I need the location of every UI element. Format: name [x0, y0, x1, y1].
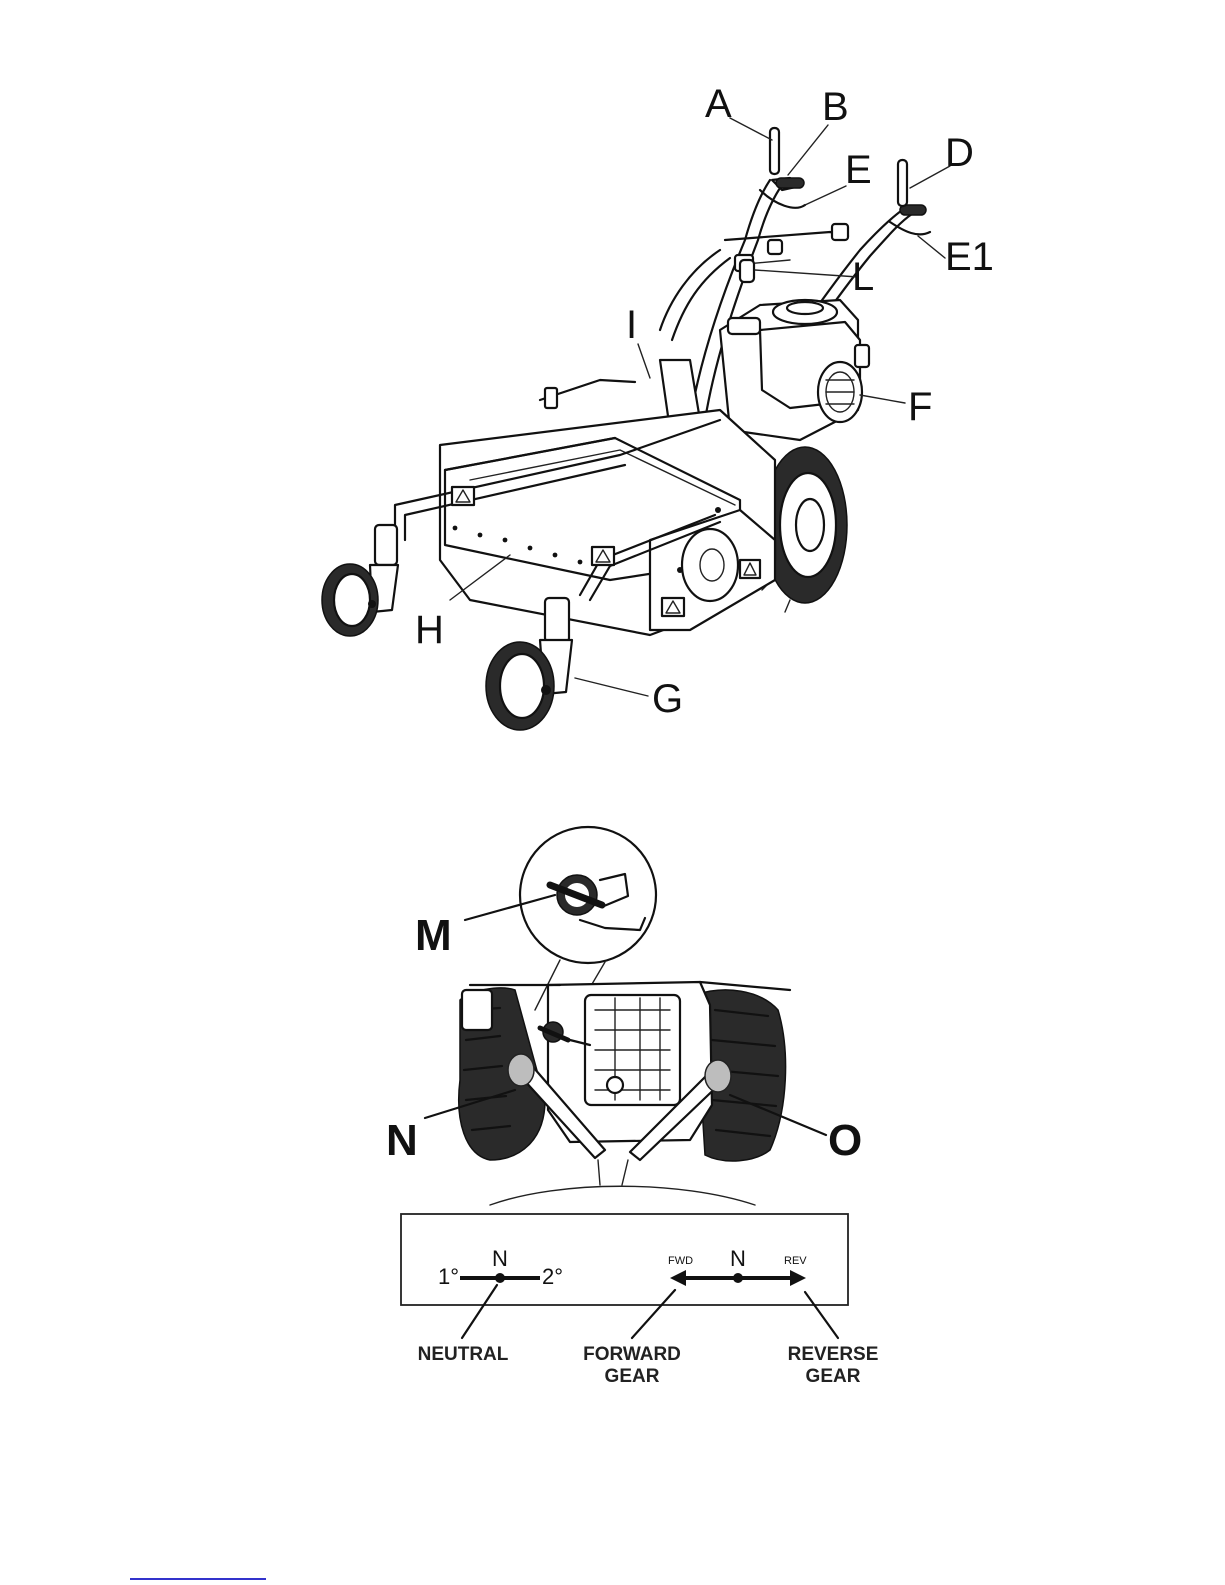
- callout-E: E: [845, 148, 872, 192]
- callout-E1: E1: [945, 235, 994, 279]
- gearbox-illustration: M N O: [386, 827, 862, 1205]
- label-second-gear: 2°: [542, 1264, 563, 1289]
- warning-triangle-icon: [740, 560, 760, 578]
- callout-D: D: [945, 131, 974, 175]
- callout-M: M: [415, 911, 452, 960]
- mower-illustration: A B E D E1 L I F H G: [322, 82, 994, 730]
- footer-link-underline[interactable]: [130, 1578, 266, 1580]
- label-neutral-left: N: [492, 1246, 508, 1271]
- caption-neutral: NEUTRAL: [418, 1344, 509, 1365]
- callout-N: N: [386, 1116, 418, 1165]
- mower-deck: [395, 380, 775, 635]
- caster-wheel-right: [486, 598, 572, 730]
- callout-O: O: [828, 1116, 862, 1165]
- label-neutral-right: N: [730, 1246, 746, 1271]
- caption-reverse-line1: REVERSE: [788, 1344, 879, 1365]
- bracket-arc: [490, 1186, 755, 1205]
- warning-triangle-icon: [592, 547, 614, 565]
- callout-I: I: [626, 303, 637, 347]
- warning-triangle-icon: [452, 487, 474, 505]
- engine: [720, 300, 869, 440]
- callout-G: G: [652, 677, 683, 721]
- callout-H: H: [415, 608, 444, 652]
- caption-reverse-line2: GEAR: [806, 1366, 861, 1387]
- gear-shift-diagram: 1° N 2° FWD N REV NEUTRAL FORWARD GEAR R…: [401, 1214, 878, 1387]
- warning-triangle-icon: [662, 598, 684, 616]
- caption-forward-line2: GEAR: [605, 1366, 660, 1387]
- callout-L: L: [852, 255, 874, 299]
- caster-wheel-left: [322, 525, 398, 636]
- label-first-gear: 1°: [438, 1264, 459, 1289]
- label-rev: REV: [784, 1255, 807, 1267]
- callout-F: F: [908, 385, 932, 429]
- gear-diagram-box: [401, 1214, 848, 1305]
- caption-forward-line1: FORWARD: [583, 1344, 681, 1365]
- callout-A: A: [705, 82, 732, 126]
- label-fwd: FWD: [668, 1255, 693, 1267]
- callout-B: B: [822, 85, 849, 129]
